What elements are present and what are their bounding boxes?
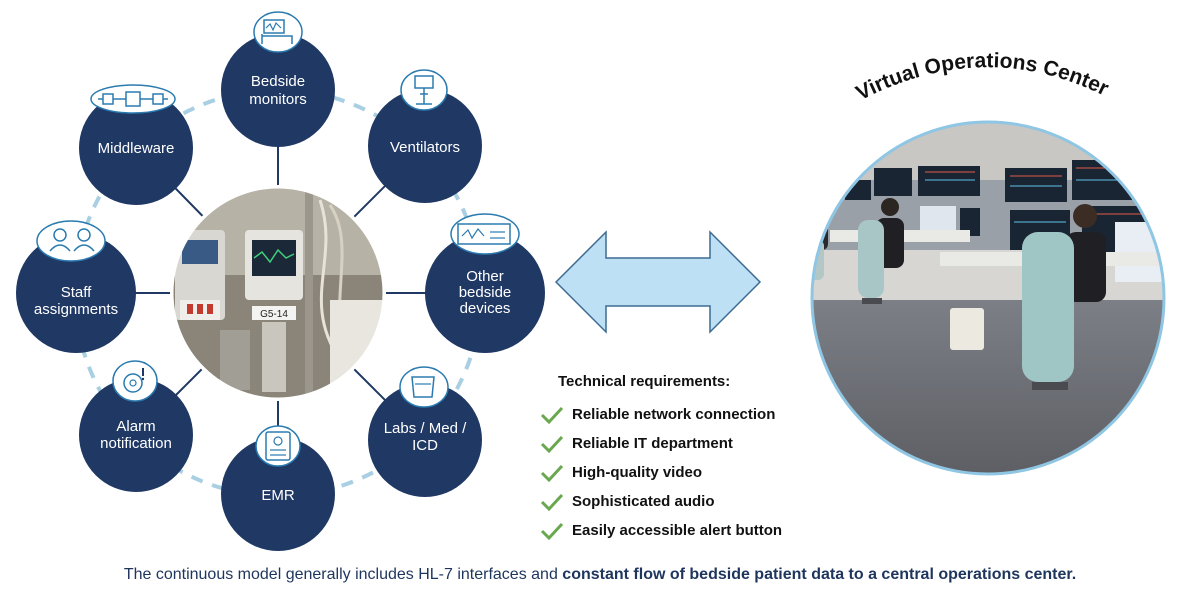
requirement-text: Sophisticated audio	[572, 493, 715, 510]
node-label-line: Middleware	[98, 140, 175, 157]
node-ventilators: Ventilators	[368, 89, 482, 203]
bed-monitor-icon	[253, 11, 303, 53]
node-label-line: EMR	[261, 487, 295, 504]
requirement-item: Sophisticated audio	[540, 487, 782, 516]
lab-cup-icon	[399, 366, 449, 408]
node-label-line: Labs / Med /	[384, 420, 467, 437]
node-label-line: devices	[460, 300, 511, 317]
caption-bold-text: constant flow of bedside patient data to…	[562, 566, 1077, 583]
node-label-line: Other	[466, 268, 504, 285]
equipment-tag: G5-14	[260, 309, 288, 320]
bedside-equipment-photo: G5-14	[170, 185, 386, 401]
node-label-line: Staff	[61, 284, 92, 301]
requirement-item: Reliable network connection	[540, 400, 782, 429]
node-label-line: notification	[100, 435, 172, 452]
requirements-list: Reliable network connection Reliable IT …	[540, 400, 782, 545]
record-card-icon	[255, 425, 301, 467]
svg-text:Labs / Med /ICD: Labs / Med /ICD	[384, 420, 467, 454]
requirement-text: Reliable IT department	[572, 435, 733, 452]
svg-text:EMR: EMR	[261, 487, 295, 504]
alarm-icon	[112, 360, 158, 402]
node-label-line: assignments	[34, 301, 118, 318]
caption-plain-text: The continuous model generally includes …	[123, 566, 563, 583]
ventilator-icon	[400, 69, 448, 111]
svg-text:Ventilators: Ventilators	[390, 139, 460, 156]
requirement-item: Easily accessible alert button	[540, 516, 782, 545]
check-icon	[540, 522, 564, 540]
requirement-text: High-quality video	[572, 464, 703, 481]
operations-center-photo	[810, 120, 1166, 476]
node-label-line: ICD	[412, 437, 438, 454]
check-icon	[540, 406, 564, 424]
check-icon	[540, 493, 564, 511]
node-label-line: Alarm	[116, 418, 155, 435]
requirement-item: Reliable IT department	[540, 429, 782, 458]
device-panel-icon	[450, 213, 520, 255]
node-middleware: Middleware	[79, 91, 193, 205]
figure-caption: The continuous model generally includes …	[0, 566, 1200, 584]
requirement-text: Easily accessible alert button	[572, 522, 783, 539]
operations-center-title: Virtual Operations Center	[852, 49, 1112, 105]
node-emr: EMR	[221, 437, 335, 551]
requirements-title: Technical requirements:	[558, 373, 731, 390]
node-label-line: Ventilators	[390, 139, 460, 156]
requirement-text: Reliable network connection	[572, 406, 776, 423]
node-label-line: Bedside	[251, 73, 305, 90]
node-label-line: monitors	[249, 91, 307, 108]
node-label-line: bedside	[459, 284, 512, 301]
check-icon	[540, 435, 564, 453]
operations-center-title-text: Virtual Operations Center	[852, 49, 1112, 105]
middleware-icon	[90, 84, 176, 114]
check-icon	[540, 464, 564, 482]
double-arrow-icon	[554, 230, 762, 334]
node-labs-med-icd: Labs / Med /ICD	[368, 383, 482, 497]
staff-icon	[36, 220, 106, 262]
requirement-item: High-quality video	[540, 458, 782, 487]
svg-text:Middleware: Middleware	[98, 140, 175, 157]
